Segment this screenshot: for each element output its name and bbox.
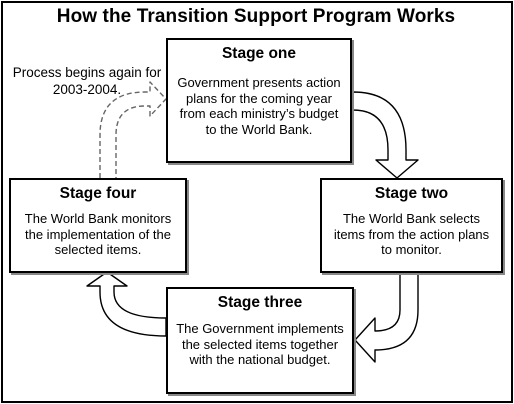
arrow-one-to-two [352,91,419,179]
stage-four-text: The World Bank monitors the implementati… [24,211,172,257]
stage-three-heading: Stage three [217,294,303,311]
stage-one-heading: Stage one [221,45,297,62]
stage-one-box: Stage one Government presents action pla… [166,38,352,163]
stage-four-box: Stage four The World Bank monitors the i… [9,178,187,273]
arrow-two-to-three [354,273,419,363]
stage-three-box: Stage three The Government implements th… [166,287,354,394]
stage-one-text: Government presents action plans for the… [177,75,341,137]
stage-two-box: Stage two The World Bank selects items f… [320,178,503,273]
stage-two-text: The World Bank selects items from the ac… [333,211,490,257]
stage-three-text: The Government implements the selected i… [176,321,344,367]
stage-four-heading: Stage four [59,185,137,202]
diagram-title: How the Transition Support Program Works [56,6,456,27]
stage-two-heading: Stage two [374,185,449,202]
arrow-four-to-one-dashed [99,81,167,178]
arrow-three-to-four [86,271,167,337]
process-restart-note: Process begins again for 2003-2004. [12,65,162,97]
